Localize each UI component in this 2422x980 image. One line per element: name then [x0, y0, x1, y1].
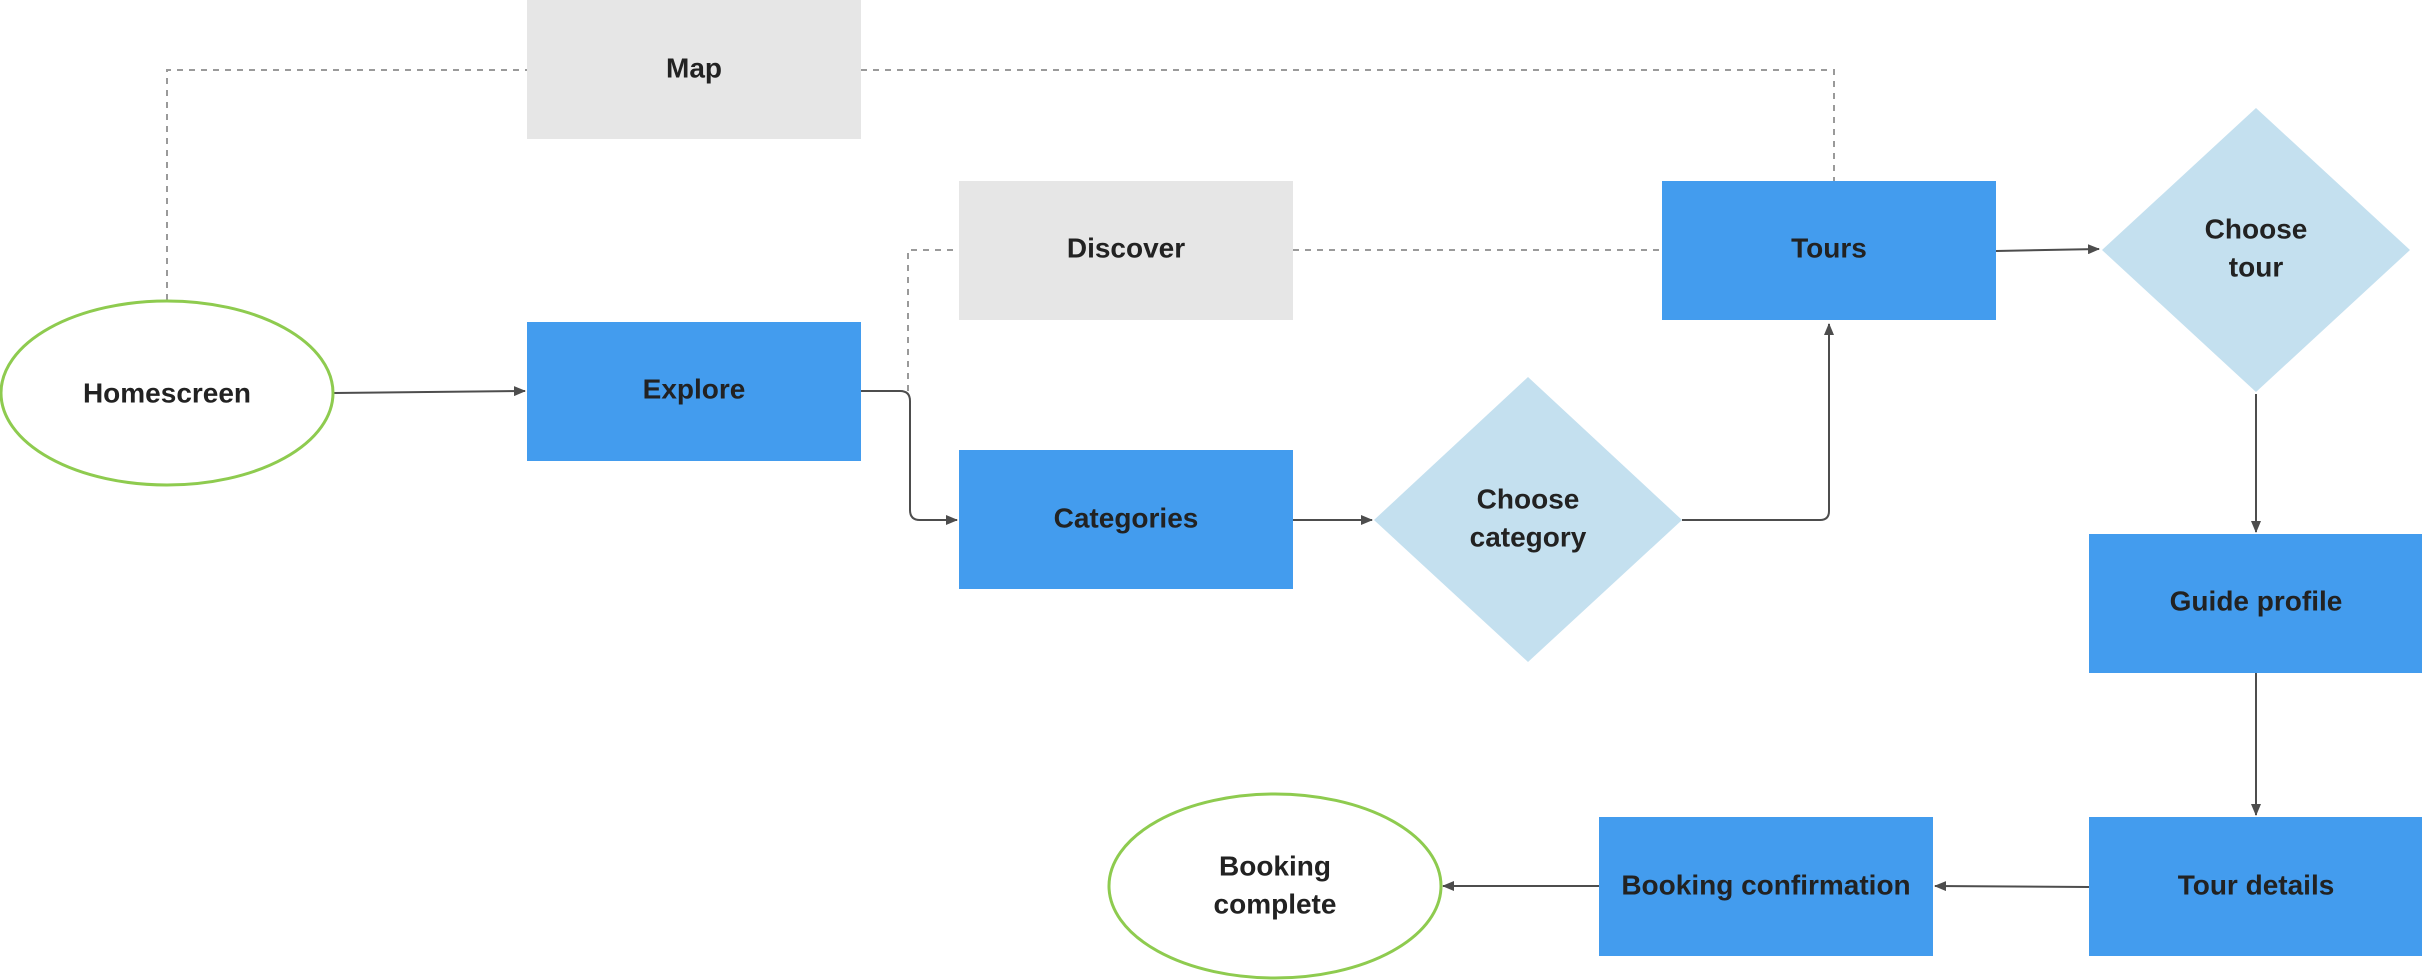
choose-tour-label-line2: tour: [2229, 252, 2284, 283]
explore-box: [527, 322, 861, 461]
categories-box: [959, 450, 1293, 589]
booking-confirmation-box: [1599, 817, 1933, 956]
node-choose-category[interactable]: Choose category: [1374, 377, 1682, 662]
node-tour-details[interactable]: Tour details: [2089, 817, 2422, 956]
homescreen-ellipse: [0, 299, 335, 487]
map-label: Map: [666, 53, 722, 84]
edge-explore-discover: [907, 249, 959, 391]
edge-explore-categories: [861, 390, 958, 525]
homescreen-label: Homescreen: [83, 378, 251, 409]
edge-tours-choose-tour: [1995, 244, 2100, 255]
categories-label: Categories: [1054, 503, 1199, 534]
booking-complete-label-line2: complete: [1214, 889, 1337, 920]
booking-confirmation-label: Booking confirmation: [1621, 870, 1910, 901]
choose-category-label-line2: category: [1470, 522, 1587, 553]
node-explore[interactable]: Explore: [527, 322, 861, 461]
node-guide-profile[interactable]: Guide profile: [2089, 534, 2422, 673]
choose-category-label-line1: Choose: [1477, 484, 1580, 515]
choose-tour-label-line1: Choose: [2205, 214, 2308, 245]
edge-choose-category-tours: [1682, 323, 1834, 521]
guide-profile-label: Guide profile: [2170, 586, 2343, 617]
edge-map-tours: [861, 69, 1835, 182]
discover-label: Discover: [1067, 233, 1185, 264]
node-tours[interactable]: Tours: [1662, 181, 1996, 320]
booking-complete-ellipse: [1107, 792, 1443, 980]
tour-details-label: Tour details: [2178, 870, 2335, 901]
node-booking-complete[interactable]: Booking complete: [1107, 792, 1443, 980]
edges-layer: [166, 69, 2261, 892]
edge-homescreen-explore: [333, 386, 526, 397]
choose-tour-diamond: [2102, 108, 2410, 392]
node-map[interactable]: Map: [527, 0, 861, 139]
node-homescreen[interactable]: Homescreen: [0, 299, 335, 487]
map-box: [527, 0, 861, 139]
guide-profile-box: [2089, 534, 2422, 673]
node-booking-confirmation[interactable]: Booking confirmation: [1599, 817, 1933, 956]
node-choose-tour[interactable]: Choose tour: [2102, 108, 2410, 392]
tours-box: [1662, 181, 1996, 320]
node-discover[interactable]: Discover: [959, 181, 1293, 320]
node-categories[interactable]: Categories: [959, 450, 1293, 589]
explore-label: Explore: [643, 374, 746, 405]
tours-label: Tours: [1791, 233, 1867, 264]
discover-box: [959, 181, 1293, 320]
booking-complete-label-line1: Booking: [1219, 851, 1331, 882]
edge-homescreen-map: [166, 69, 527, 300]
edge-tour-details-booking-confirmation: [1934, 881, 2090, 892]
choose-category-diamond: [1374, 377, 1682, 662]
tour-details-box: [2089, 817, 2422, 956]
